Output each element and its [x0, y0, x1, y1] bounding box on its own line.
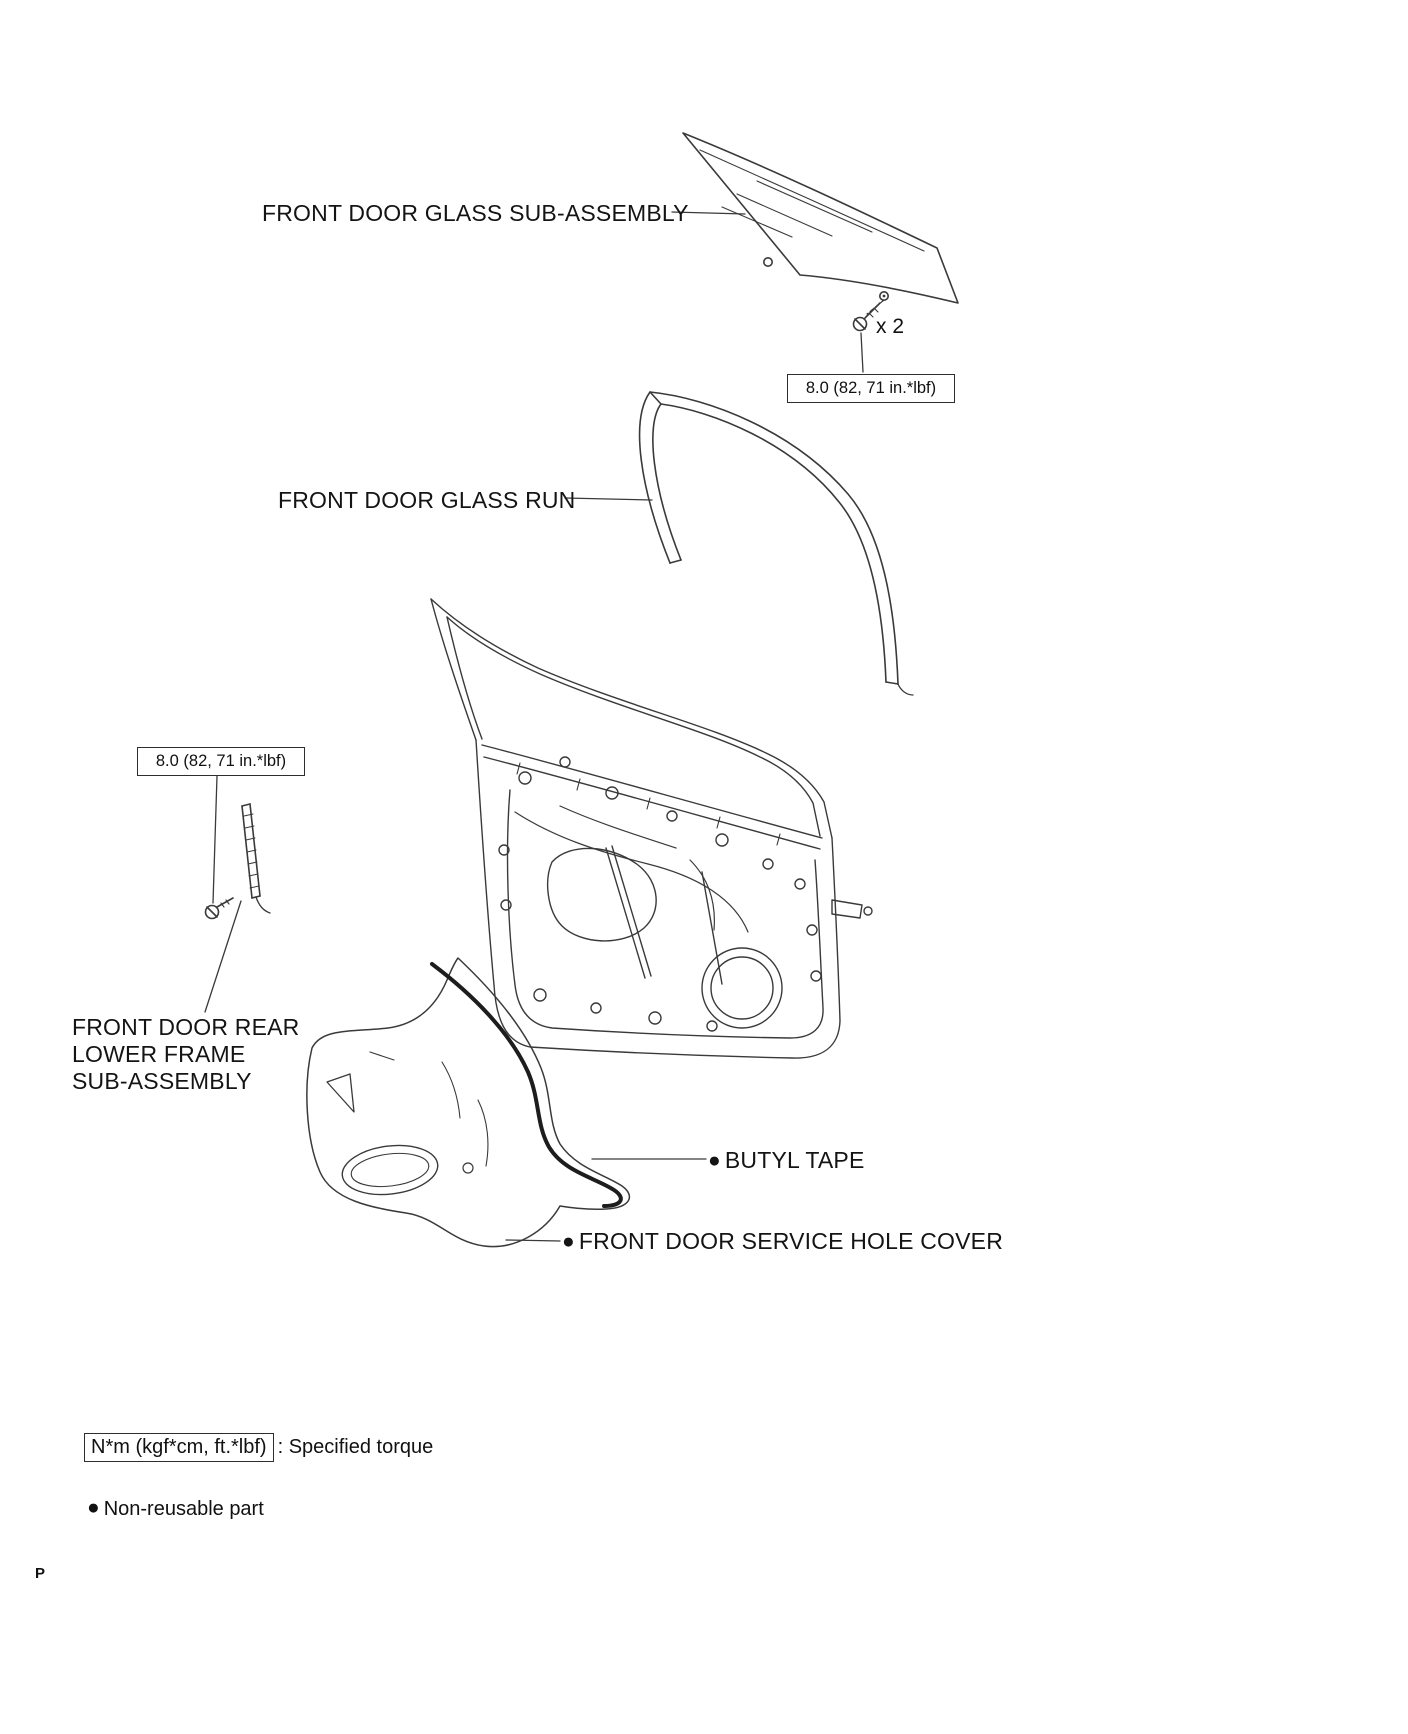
service-hole-cover-art: [306, 957, 631, 1248]
non-reusable-bullet-icon: ●: [87, 1496, 100, 1519]
rear-lower-frame-label-line3: SUB-ASSEMBLY: [72, 1068, 252, 1094]
leader-glass-label: [671, 211, 746, 215]
glass-sub-assembly-label: FRONT DOOR GLASS SUB-ASSEMBLY: [262, 200, 689, 226]
door-panel-art: [430, 598, 873, 1059]
non-reusable-bullet-icon: ●: [562, 1230, 575, 1253]
torque-legend-desc: : Specified torque: [277, 1436, 434, 1458]
leader-frame-torque: [212, 775, 218, 904]
glass-sub-assembly-art: [682, 132, 959, 315]
glass-run-art: [638, 391, 914, 696]
rear-lower-frame-label-line2: LOWER FRAME: [72, 1041, 246, 1067]
torque-legend: N*m (kgf*cm, ft.*lbf) : Specified torque: [84, 1433, 433, 1462]
leader-cover-label: [505, 1239, 561, 1242]
non-reusable-legend-text: Non-reusable part: [103, 1497, 264, 1520]
leader-glass-torque: [860, 332, 864, 373]
non-reusable-legend: ● Non-reusable part: [87, 1496, 264, 1521]
service-hole-cover-label-text: FRONT DOOR SERVICE HOLE COVER: [578, 1228, 1004, 1254]
page-footer-mark: P: [35, 1565, 46, 1582]
leader-frame-label: [204, 900, 242, 1013]
glass-run-label: FRONT DOOR GLASS RUN: [278, 487, 576, 513]
butyl-tape-label-text: BUTYL TAPE: [724, 1147, 865, 1173]
leader-glass-run-label: [564, 497, 653, 501]
butyl-tape-label: ●BUTYL TAPE: [708, 1147, 865, 1174]
rear-lower-frame-label-line1: FRONT DOOR REAR: [72, 1014, 300, 1040]
butyl-tape-line: [430, 962, 623, 1208]
frame-torque-spec: 8.0 (82, 71 in.*lbf): [137, 747, 305, 776]
bolt-count-label: x 2: [876, 315, 905, 338]
torque-legend-box: N*m (kgf*cm, ft.*lbf): [84, 1433, 274, 1462]
rear-lower-frame-art: [241, 803, 271, 914]
glass-torque-spec: 8.0 (82, 71 in.*lbf): [787, 374, 955, 403]
glass-bolt-icon: [852, 302, 881, 332]
service-hole-cover-label: ●FRONT DOOR SERVICE HOLE COVER: [562, 1228, 1003, 1255]
rear-lower-frame-label: FRONT DOOR REAR LOWER FRAME SUB-ASSEMBLY: [72, 1014, 299, 1095]
non-reusable-bullet-icon: ●: [708, 1149, 721, 1172]
frame-bolt-icon: [204, 897, 234, 920]
